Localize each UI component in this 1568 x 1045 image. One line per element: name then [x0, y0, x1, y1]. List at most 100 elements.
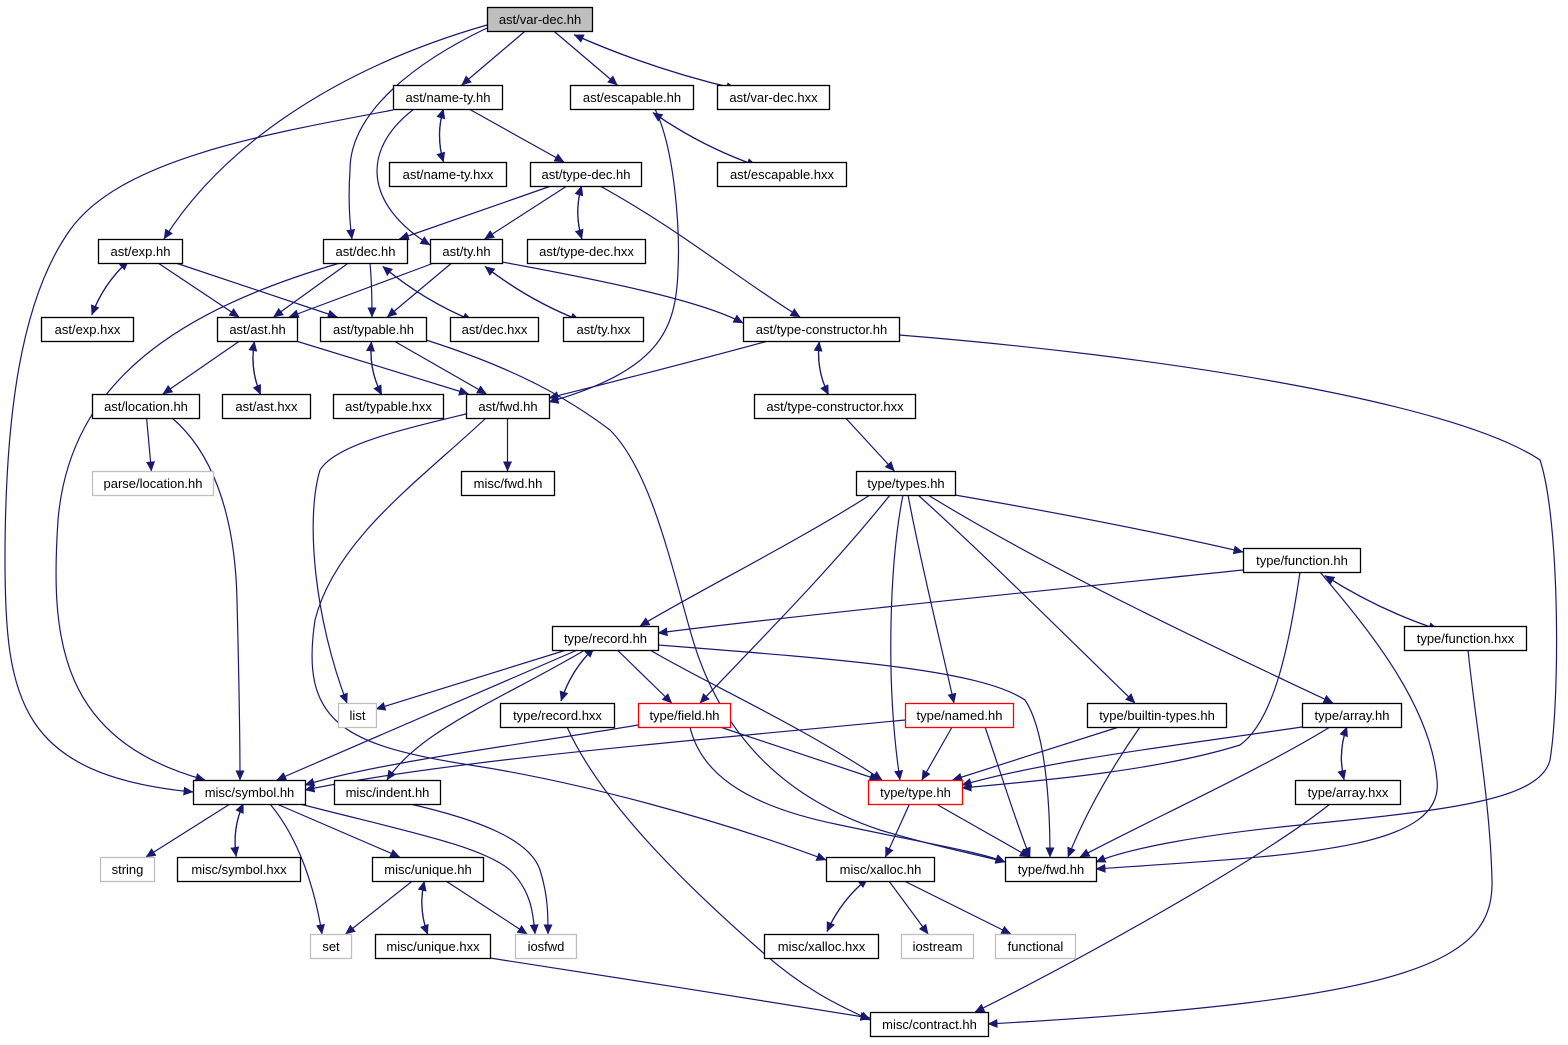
- node-var-dec-hh[interactable]: ast/var-dec.hh: [486, 6, 594, 33]
- edge-exp-hh-to-ast-hh: [157, 262, 240, 318]
- node-type-hh[interactable]: type/type.hh: [867, 779, 964, 806]
- edge-dec-hh-to-ast-hh: [273, 262, 349, 318]
- edge-name-ty-hxx-to-name-ty-hh: [436, 108, 446, 163]
- edge-named-hh-to-type-fwd-hh: [984, 726, 1031, 858]
- node-dec-hxx[interactable]: ast/dec.hxx: [449, 316, 540, 343]
- edge-unique-hxx-to-unique-hh: [417, 880, 429, 935]
- node-box: [449, 316, 540, 343]
- node-ty-hxx[interactable]: ast/ty.hxx: [562, 316, 645, 343]
- edge-symbol-hh-to-set: [269, 803, 325, 935]
- node-box: [192, 779, 307, 806]
- edge-types-hh-to-function-hh: [954, 494, 1244, 555]
- node-type-fwd-hh[interactable]: type/fwd.hh: [1004, 856, 1098, 883]
- edge-builtin-types-hh-to-type-hh: [952, 726, 1120, 782]
- node-box: [716, 84, 831, 111]
- node-box: [392, 84, 504, 111]
- node-box: [371, 856, 485, 883]
- node-box: [562, 316, 645, 343]
- node-symbol-hxx[interactable]: misc/symbol.hxx: [176, 856, 302, 883]
- edge-type-dec-hh-to-dec-hh: [398, 185, 552, 241]
- edge-record-hh-to-type-fwd-hh: [657, 644, 1055, 858]
- node-box: [333, 779, 442, 806]
- node-var-dec-hxx[interactable]: ast/var-dec.hxx: [716, 84, 831, 111]
- node-type-constructor-hh[interactable]: ast/type-constructor.hh: [742, 316, 901, 343]
- node-escapable-hh[interactable]: ast/escapable.hh: [569, 84, 695, 111]
- edge-record-hh-to-indent-hh: [386, 649, 586, 781]
- node-record-hh[interactable]: type/record.hh: [551, 625, 660, 652]
- node-array-hxx[interactable]: type/array.hxx: [1294, 779, 1402, 806]
- edge-dec-hh-to-dec-hxx: [382, 265, 473, 321]
- edge-type-dec-hh-to-type-constructor-hh: [599, 185, 801, 318]
- node-location-hh[interactable]: ast/location.hh: [91, 393, 201, 420]
- edge-type-dec-hh-to-ty-hh: [484, 185, 568, 240]
- node-label: type/types.hh: [867, 476, 944, 491]
- node-typable-hh[interactable]: ast/typable.hh: [319, 316, 428, 343]
- node-field-hh[interactable]: type/field.hh: [637, 702, 732, 729]
- edge-ast-hh-to-location-hh: [162, 340, 240, 395]
- node-box: [91, 393, 201, 420]
- edge-function-hxx-to-contract-hh: [987, 649, 1493, 1028]
- node-function-hh[interactable]: type/function.hh: [1242, 547, 1362, 574]
- node-type-dec-hh[interactable]: ast/type-dec.hh: [529, 161, 643, 188]
- edge-dec-hxx-to-dec-hh: [382, 265, 473, 321]
- node-ast-fwd-hh[interactable]: ast/fwd.hh: [465, 393, 551, 420]
- node-name-ty-hh[interactable]: ast/name-ty.hh: [392, 84, 504, 111]
- node-iostream: iostream: [900, 933, 975, 960]
- edge-dec-hh-to-typable-hh: [367, 262, 377, 318]
- edge-ty-hh-to-ast-hh: [288, 262, 435, 318]
- node-exp-hxx[interactable]: ast/exp.hxx: [40, 316, 135, 343]
- node-box: [867, 779, 964, 806]
- node-label: list: [350, 708, 366, 723]
- node-builtin-types-hh[interactable]: type/builtin-types.hh: [1086, 702, 1228, 729]
- node-unique-hxx[interactable]: misc/unique.hxx: [374, 933, 492, 960]
- edge-location-hh-to-symbol-hh: [171, 417, 245, 781]
- node-ty-hh[interactable]: ast/ty.hh: [429, 238, 504, 265]
- node-box: [869, 1011, 990, 1038]
- edge-types-hh-to-named-hh: [907, 494, 957, 704]
- node-escapable-hxx[interactable]: ast/escapable.hxx: [716, 161, 848, 188]
- edge-type-hh-to-xalloc-hh: [884, 803, 911, 858]
- edge-var-dec-hh-to-dec-hh: [346, 27, 488, 240]
- node-type-constructor-hxx[interactable]: ast/type-constructor.hxx: [753, 393, 917, 420]
- node-label: ast/fwd.hh: [478, 399, 537, 414]
- edge-record-hh-to-type-hh: [649, 649, 883, 781]
- node-box: [388, 161, 508, 188]
- node-array-hh[interactable]: type/array.hh: [1301, 702, 1403, 729]
- edge-exp-hxx-to-exp-hh: [91, 260, 129, 316]
- edge-array-hh-to-type-hh: [961, 726, 1303, 787]
- node-typable-hxx[interactable]: ast/typable.hxx: [332, 393, 445, 420]
- node-dec-hh[interactable]: ast/dec.hh: [322, 238, 409, 265]
- node-ast-hh[interactable]: ast/ast.hh: [216, 316, 299, 343]
- edge-escapable-hh-to-ast-fwd-hh: [548, 108, 679, 404]
- node-label: ast/escapable.hh: [583, 90, 681, 105]
- node-named-hh[interactable]: type/named.hh: [904, 702, 1015, 729]
- node-box: [716, 161, 848, 188]
- node-xalloc-hxx[interactable]: misc/xalloc.hxx: [763, 933, 880, 960]
- node-unique-hh[interactable]: misc/unique.hh: [371, 856, 485, 883]
- node-function-hxx[interactable]: type/function.hxx: [1403, 625, 1528, 652]
- node-misc-fwd-hh[interactable]: misc/fwd.hh: [460, 470, 556, 497]
- node-symbol-hh[interactable]: misc/symbol.hh: [192, 779, 307, 806]
- node-label: ast/location.hh: [104, 399, 188, 414]
- node-types-hh[interactable]: type/types.hh: [855, 470, 957, 497]
- edge-ast-fwd-hh-to-list: [312, 413, 467, 704]
- node-exp-hh[interactable]: ast/exp.hh: [97, 238, 184, 265]
- node-box: [499, 702, 616, 729]
- node-contract-hh[interactable]: misc/contract.hh: [869, 1011, 990, 1038]
- node-label: ast/typable.hh: [333, 322, 414, 337]
- node-xalloc-hh[interactable]: misc/xalloc.hh: [825, 856, 936, 883]
- node-label: misc/symbol.hxx: [191, 862, 287, 877]
- node-box: [753, 393, 917, 420]
- node-record-hxx[interactable]: type/record.hxx: [499, 702, 616, 729]
- node-ast-hxx[interactable]: ast/ast.hxx: [221, 393, 312, 420]
- node-type-dec-hxx[interactable]: ast/type-dec.hxx: [526, 238, 647, 265]
- node-name-ty-hxx[interactable]: ast/name-ty.hxx: [388, 161, 508, 188]
- node-box: [526, 238, 647, 265]
- edge-record-hh-to-list: [375, 649, 567, 711]
- node-box: [514, 933, 578, 960]
- node-label: parse/location.hh: [103, 476, 202, 491]
- node-box: [176, 856, 302, 883]
- node-label: type/record.hh: [564, 631, 647, 646]
- node-indent-hh[interactable]: misc/indent.hh: [333, 779, 442, 806]
